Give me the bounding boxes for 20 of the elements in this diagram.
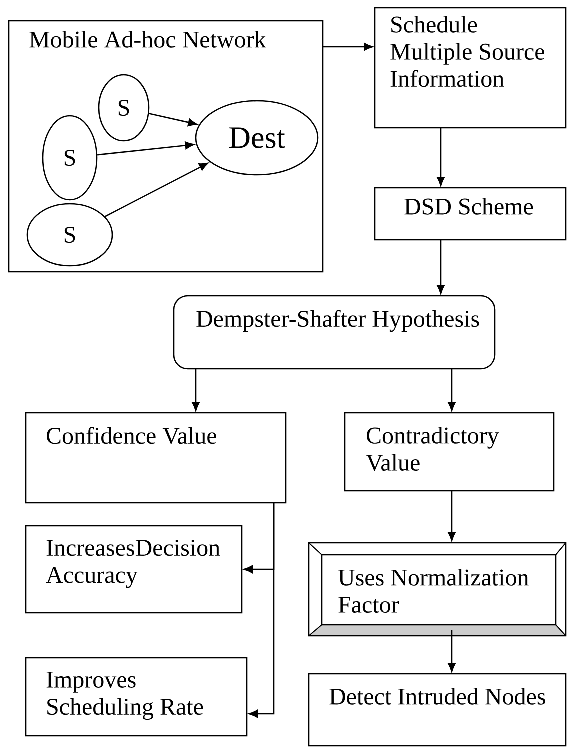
- process-box: Confidence Value: [25, 412, 287, 504]
- process-box: Dempster-Shafter Hypothesis: [173, 295, 496, 370]
- arrow: [448, 369, 456, 412]
- process-box: IncreasesDecision Accuracy: [25, 525, 243, 614]
- arrow: [98, 142, 194, 156]
- process-box: DSD Scheme: [374, 187, 567, 241]
- process-box: Contradictory Value: [344, 412, 555, 492]
- process-box: Improves Scheduling Rate: [25, 657, 248, 737]
- arrow: [323, 43, 374, 51]
- bevel-box: Uses Normalization Factor: [308, 542, 567, 637]
- arrow: [149, 113, 198, 127]
- process-box: Schedule Multiple Source Information: [374, 7, 567, 129]
- arrow: [248, 503, 275, 718]
- arrow: [437, 240, 445, 294]
- arrow: [192, 369, 200, 412]
- arrow: [437, 128, 445, 186]
- arrow: [448, 491, 456, 542]
- arrow: [448, 630, 456, 672]
- process-box: Detect Intruded Nodes: [308, 673, 567, 747]
- arrow: [104, 162, 208, 218]
